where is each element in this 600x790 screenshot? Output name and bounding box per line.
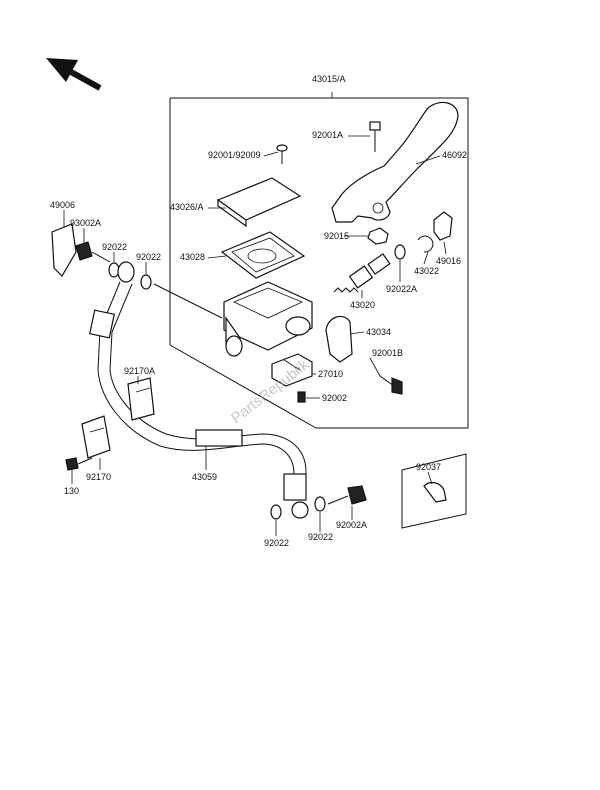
label-27010: 27010: [318, 369, 343, 379]
clip-inset: [401, 453, 467, 529]
label-92022a: 92022A: [386, 284, 417, 294]
master-cylinder-part: [223, 281, 313, 357]
reservoir-cap-part: [216, 177, 302, 228]
label-92037: 92037: [416, 462, 441, 472]
label-43020: 43020: [350, 300, 375, 310]
washer-3-part: [270, 504, 282, 520]
label-92170: 92170: [86, 472, 111, 482]
label-49006: 49006: [50, 200, 75, 210]
label-92022-1: 92022: [102, 242, 127, 252]
label-43022: 43022: [414, 266, 439, 276]
switch-screw-part: [297, 391, 306, 403]
label-92022-4: 92022: [308, 532, 333, 542]
label-92015: 92015: [324, 231, 349, 241]
washer-4-part: [314, 496, 326, 512]
washer-1-part: [108, 262, 120, 278]
label-93002a: 93002A: [70, 218, 101, 228]
cap-screw-part: [276, 144, 288, 164]
label-43026a: 43026/A: [170, 202, 204, 212]
label-assembly: 43015/A: [312, 74, 346, 84]
piston-kit-part: [333, 253, 391, 293]
label-130: 130: [64, 486, 79, 496]
label-92170a: 92170A: [124, 366, 155, 376]
label-49016: 49016: [436, 256, 461, 266]
direction-arrow-icon: [46, 58, 102, 91]
bolt-130-part: [65, 457, 93, 471]
label-92002: 92002: [322, 393, 347, 403]
label-92001-92009: 92001/92009: [208, 150, 261, 160]
washer-2-part: [140, 274, 152, 290]
label-46092: 46092: [442, 150, 467, 160]
nut-part: [367, 227, 389, 245]
assembly-frame: [169, 92, 469, 429]
leader-lines: [63, 135, 447, 536]
label-92002a: 92002A: [336, 520, 367, 530]
switch-part: [271, 353, 313, 387]
banjo-bolt-bottom-part: [327, 485, 367, 505]
label-92022-2: 92022: [136, 252, 161, 262]
label-43034: 43034: [366, 327, 391, 337]
boot-part: [433, 211, 453, 241]
lever-screw-part: [369, 121, 381, 152]
bolt-b-part: [379, 375, 403, 395]
washer-a-part: [394, 244, 406, 260]
label-92001a: 92001A: [312, 130, 343, 140]
label-43059: 43059: [192, 472, 217, 482]
label-43028: 43028: [180, 252, 205, 262]
hose-part: [89, 261, 309, 519]
label-92022-3: 92022: [264, 538, 289, 548]
circlip-part: [417, 235, 434, 253]
clamp-part: [81, 415, 111, 459]
label-92001b: 92001B: [372, 348, 403, 358]
brake-lever-part: [331, 101, 459, 223]
clamp-a-part: [127, 377, 155, 421]
diaphragm-part: [220, 231, 306, 279]
bleeder-cap-part: [51, 223, 77, 277]
bracket-part: [325, 315, 353, 363]
